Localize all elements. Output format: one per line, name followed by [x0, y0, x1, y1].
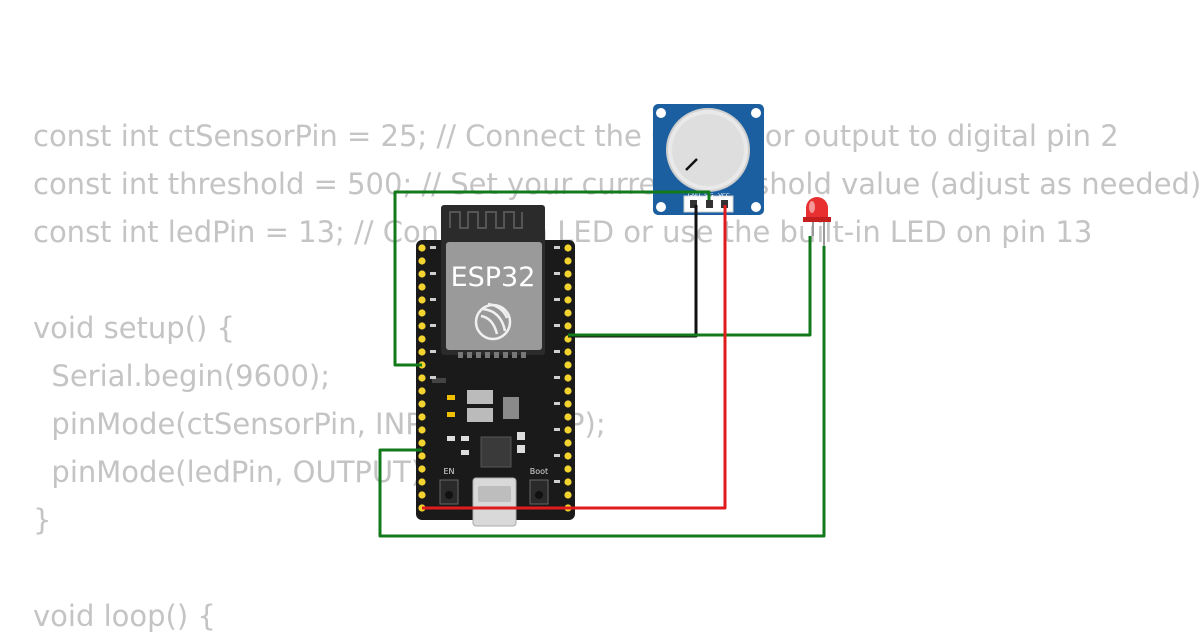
pin-vcc[interactable] [721, 200, 728, 208]
pin-label-gnd: GND [688, 193, 701, 199]
mount-hole [656, 202, 666, 212]
smd-led [447, 395, 455, 400]
mount-hole [751, 202, 761, 212]
knob-indicator [685, 158, 698, 171]
esp32-board[interactable]: ESP32 EN [416, 205, 575, 527]
regulator-chip [467, 390, 493, 404]
esp32-shield [446, 242, 542, 350]
module-pads [458, 352, 526, 358]
wire-led-signal[interactable] [378, 246, 826, 538]
capacitor [467, 408, 493, 422]
led-rim [803, 217, 831, 222]
code-line: } [33, 503, 52, 537]
pin-label-vcc: VCC [718, 193, 730, 199]
left-header-pins [418, 244, 426, 512]
smd-component [517, 432, 525, 440]
smd-resistor [461, 436, 469, 441]
smd-component [517, 445, 525, 453]
usb-port [478, 486, 511, 502]
pin-gnd[interactable] [690, 200, 697, 208]
mount-hole [751, 108, 761, 118]
code-line: void loop() { [33, 599, 216, 633]
code-line: pinMode(ledPin, OUTPUT); [33, 455, 432, 489]
led-highlight [809, 201, 815, 213]
right-header-pins [564, 244, 572, 512]
voltage-regulator [503, 397, 519, 419]
code-line: Serial.begin(9600); [33, 359, 331, 393]
smd-led [447, 412, 455, 417]
led[interactable] [803, 197, 831, 246]
wire-vcc[interactable] [422, 205, 727, 510]
wire-ground-led[interactable] [568, 236, 812, 337]
antenna-trace [449, 211, 523, 229]
pin-silkscreen [430, 246, 560, 483]
wires [378, 190, 826, 538]
espressif-logo-icon [474, 302, 512, 341]
potentiometer-knob-face [672, 114, 744, 186]
en-button-label: EN [443, 467, 454, 476]
en-button-cap [445, 491, 453, 499]
boot-button-cap [535, 491, 543, 499]
mount-hole [656, 108, 666, 118]
esp32-label: ESP32 [451, 262, 536, 293]
usb-uart-chip [480, 436, 512, 468]
smd-component [432, 378, 446, 383]
pin-sig[interactable] [706, 200, 713, 208]
wire-signal[interactable] [393, 190, 711, 367]
smd-resistor [461, 450, 469, 455]
boot-button-label: Boot [530, 467, 548, 476]
wire-ground-pot[interactable] [568, 205, 698, 338]
code-line: void setup() { [33, 311, 235, 345]
smd-resistor [447, 436, 455, 441]
